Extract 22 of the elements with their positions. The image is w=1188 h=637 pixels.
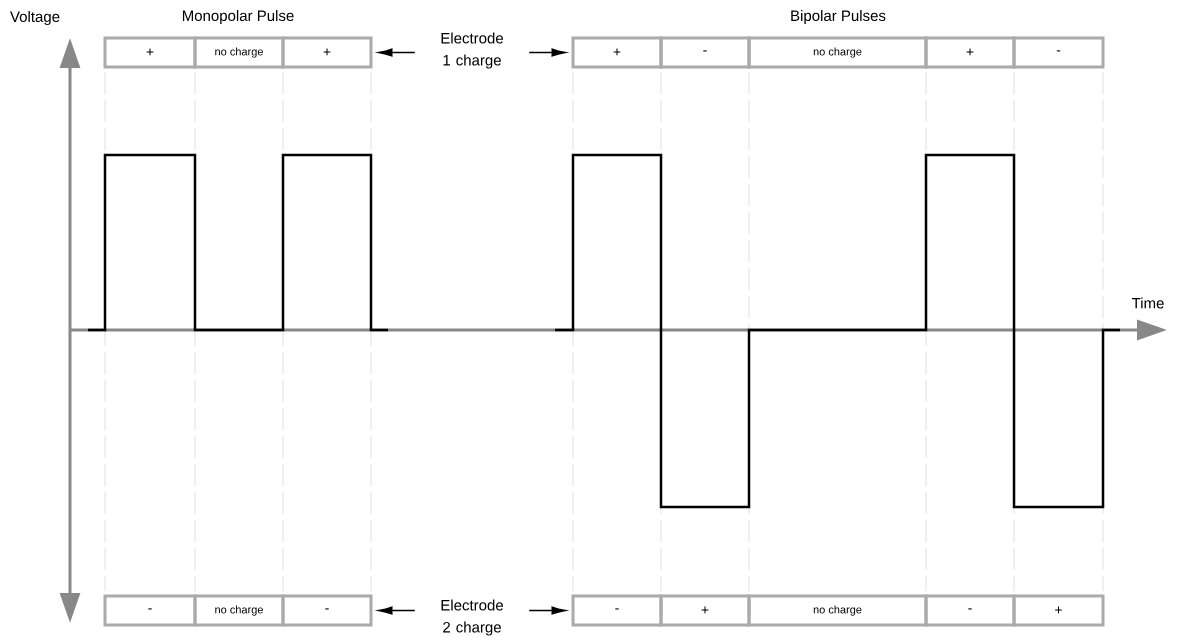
charge-cell: - [924,594,1016,627]
charge-cell: - [571,594,663,627]
axis-label: Voltage [10,11,60,25]
electrode-label: Electrode 2 charge [441,599,503,636]
charge-cell: + [1012,594,1105,627]
charge-cell: - [281,594,373,627]
charge-cell: + [659,594,751,627]
charge-cell: no charge [193,594,285,627]
charge-cell: - [659,36,751,69]
charge-cell: no charge [193,36,285,69]
charge-cell: + [924,36,1016,69]
charge-cell: + [103,36,197,69]
charge-cell: - [103,594,197,627]
charge-cell: + [571,36,663,69]
section-title: Monopolar Pulse [182,10,294,24]
section-title: Bipolar Pulses [791,10,886,24]
axis-label: Time [1131,297,1164,309]
charge-cell: + [281,36,373,69]
charge-cell: - [1012,36,1105,69]
charge-cell: no charge [747,594,928,627]
electrode-label: Electrode 1 charge [441,32,503,69]
charge-cell: no charge [747,36,928,69]
